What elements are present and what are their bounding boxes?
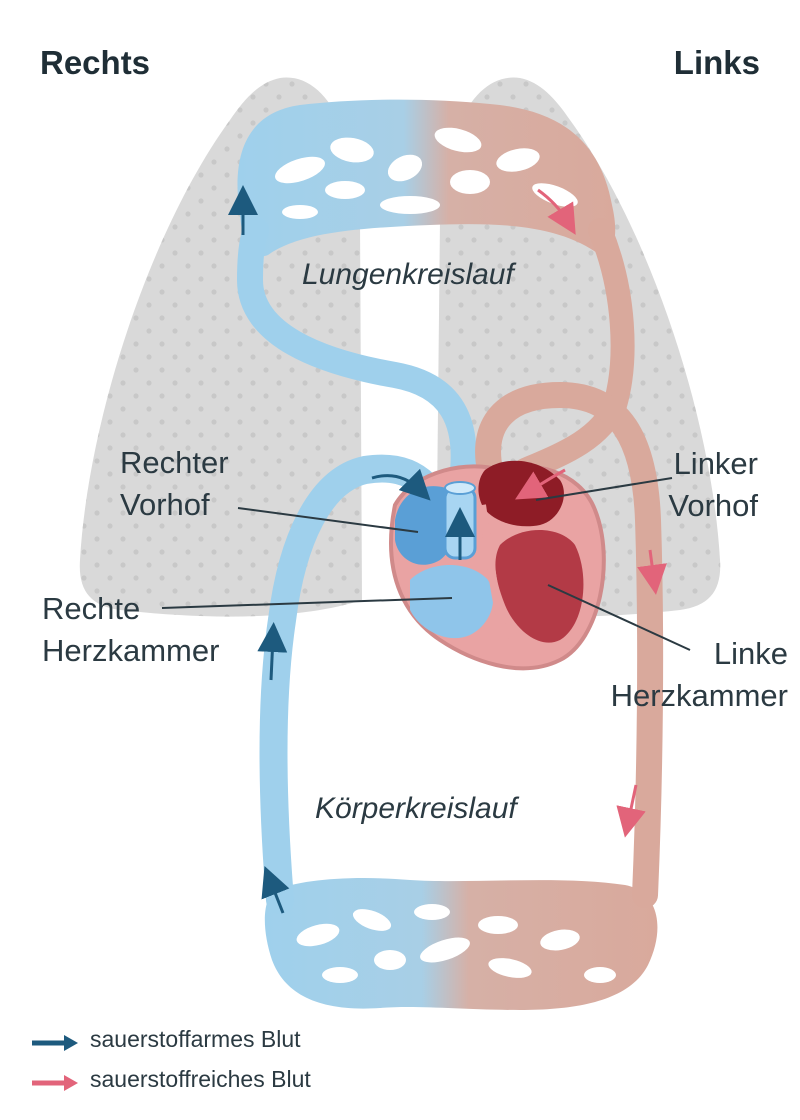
title-right-side: Rechts: [40, 44, 151, 81]
arrow-pulmonary-vein: [537, 188, 576, 235]
legend-arrow-pink-icon: [32, 1075, 78, 1091]
label-right-atrium: Rechter Vorhof: [120, 445, 229, 522]
leader-left-atrium: [535, 477, 673, 501]
flow-arrows: [228, 185, 667, 914]
label-systemic-loop: Körperkreislauf: [315, 792, 517, 825]
label-pulmonary-loop: Lungenkreislauf: [302, 258, 514, 291]
arrow-aorta-down-2: [616, 784, 646, 838]
arrow-vena-up-2: [261, 866, 290, 914]
pulmonary-capillaries: [237, 99, 616, 257]
label-left-atrium: Linker Vorhof: [668, 446, 758, 523]
heart: [389, 460, 606, 671]
legend-deoxygenated: sauerstoffarmes Blut: [30, 1026, 390, 1060]
leader-right-ventricle: [161, 597, 453, 609]
aorta: [475, 381, 664, 908]
left-ventricle-shape: [495, 530, 584, 643]
arrow-vena-up-1: [257, 622, 288, 681]
arrow-into-left-atrium: [515, 468, 566, 500]
legend-arrow-blue-icon: [32, 1035, 78, 1051]
vena-cava: [259, 454, 439, 914]
arrow-into-right-atrium: [371, 468, 431, 501]
title-left-side: Links: [673, 44, 760, 81]
legend-oxygenated: sauerstoffreiches Blut: [30, 1066, 390, 1100]
systemic-capillaries: [264, 878, 658, 1010]
septum: [478, 504, 509, 641]
leader-left-ventricle: [547, 584, 691, 651]
right-ventricle-shape: [410, 565, 494, 639]
leader-lines: [161, 477, 691, 651]
leader-right-atrium: [237, 507, 419, 533]
legend-label-oxygenated: sauerstoffreiches Blut: [90, 1066, 311, 1092]
legend-label-deoxygenated: sauerstoffarmes Blut: [90, 1026, 301, 1052]
label-left-ventricle: Linke Herzkammer: [610, 636, 788, 713]
label-right-ventricle: Rechte Herzkammer: [42, 591, 220, 668]
arrow-aorta-down-1: [637, 549, 667, 595]
pulmonary-artery: [236, 217, 477, 493]
